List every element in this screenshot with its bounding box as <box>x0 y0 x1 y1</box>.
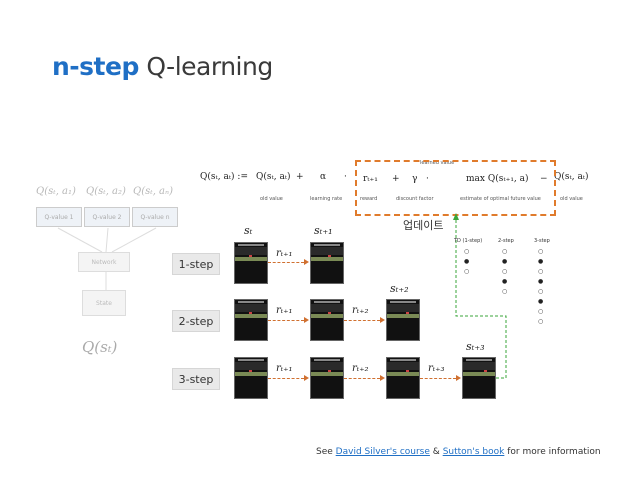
game-frame <box>386 299 420 341</box>
eq-sub-learned: learned value <box>420 160 455 166</box>
eq-dot: · <box>344 172 347 182</box>
game-frame <box>462 357 496 399</box>
reward-label: rₜ₊₂ <box>352 305 369 316</box>
reward-arrow <box>420 375 461 381</box>
state-label-st3: sₜ₊₃ <box>466 340 485 353</box>
game-frame <box>234 242 268 284</box>
title-rest: Q-learning <box>146 52 273 81</box>
game-frame <box>310 242 344 284</box>
eq-reward: rₜ₊₁ <box>363 174 378 184</box>
eq-sub-discount: discount factor <box>396 196 434 202</box>
state-label-st2: sₜ₊₂ <box>390 282 409 295</box>
game-frame <box>310 357 344 399</box>
q-label-2: Q(sₜ, a₂) <box>86 186 126 197</box>
table-header-2step: 2-step <box>498 238 514 244</box>
table-header-td: TD (1-step) <box>454 238 483 244</box>
eq-minus: − <box>540 174 548 184</box>
game-frame <box>386 357 420 399</box>
eq-sub-estimate: estimate of optimal future value <box>460 196 541 202</box>
network-box: Network <box>78 252 130 272</box>
eq-max-q: max Q(sₜ₊₁, a) <box>466 174 529 184</box>
row-label-3-step: 3-step <box>172 368 220 390</box>
q-label-n: Q(sₜ, aₙ) <box>133 186 173 197</box>
eq-gamma: γ <box>412 174 418 184</box>
reward-arrow <box>268 259 309 265</box>
reward-label: rₜ₊₁ <box>276 363 293 374</box>
reward-arrow <box>344 317 385 323</box>
link-david-silver-course[interactable]: David Silver's course <box>335 447 430 457</box>
row-label-1-step: 1-step <box>172 253 220 275</box>
eq-dot2: · <box>426 174 429 184</box>
eq-plus2: + <box>392 174 400 184</box>
eq-sub-lr: learning rate <box>310 196 343 202</box>
eq-lhs: Q(sₜ, aₜ) := <box>200 172 248 182</box>
eq-sub-old: old value <box>260 196 283 202</box>
reward-arrow <box>268 317 309 323</box>
q-state-label: Q(sₜ) <box>82 338 118 356</box>
footer-see: See <box>316 447 333 457</box>
q-label-1: Q(sₜ, a₁) <box>36 186 76 197</box>
game-frame <box>234 299 268 341</box>
backup-table: TD (1-step) 2-step 3-step ○○○ ●●● ○○○ ●●… <box>454 238 550 325</box>
game-frame <box>310 299 344 341</box>
link-sutton-book[interactable]: Sutton's book <box>442 447 505 457</box>
table-header-3step: 3-step <box>534 238 550 244</box>
reward-arrow <box>268 375 309 381</box>
state-label-st: sₜ <box>244 224 253 237</box>
eq-plus: + <box>296 172 304 182</box>
game-frame <box>234 357 268 399</box>
slide-title: n-step Q-learning <box>52 52 273 81</box>
update-label: 업데이트 <box>403 219 444 232</box>
reward-label: rₜ₊₃ <box>428 363 445 374</box>
footer-note: See David Silver's course & Sutton's boo… <box>316 447 601 457</box>
eq-sub-reward: reward <box>360 196 378 202</box>
eq-old-value: Q(sₜ, aₜ) <box>256 172 291 182</box>
title-highlight: n-step <box>52 52 139 81</box>
q-value-box-2: Q-value 2 <box>84 207 130 227</box>
reward-arrow <box>344 375 385 381</box>
q-value-box-n: Q-value n <box>132 207 178 227</box>
row-label-2-step: 2-step <box>172 310 220 332</box>
state-box: State <box>82 290 126 316</box>
network-connectors <box>57 227 157 292</box>
eq-alpha: α <box>320 172 327 182</box>
footer-amp: & <box>432 447 440 457</box>
eq-old-value-2: Q(sₜ, aₜ) <box>554 172 589 182</box>
state-label-st1: sₜ₊₁ <box>314 224 333 237</box>
footer-tail: for more information <box>507 447 601 457</box>
reward-label: rₜ₊₁ <box>276 248 293 259</box>
reward-label: rₜ₊₂ <box>352 363 369 374</box>
q-value-box-1: Q-value 1 <box>36 207 82 227</box>
eq-sub-old2: old value <box>560 196 583 202</box>
reward-label: rₜ₊₁ <box>276 305 293 316</box>
